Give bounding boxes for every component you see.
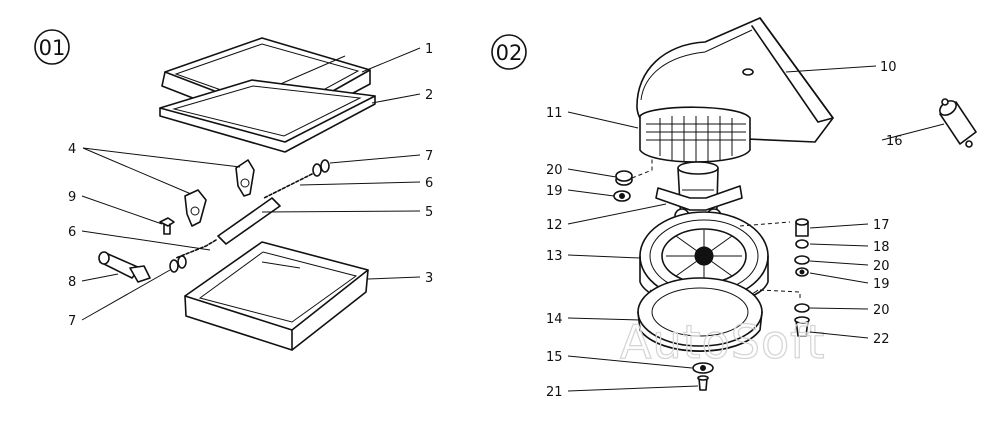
callouts-panel-01: 1 2 4 7 6 9 5 6 8 3 7 <box>68 42 433 329</box>
callout-6: 6 <box>425 176 433 191</box>
callout-4: 4 <box>68 142 76 157</box>
callout-7: 7 <box>425 149 433 164</box>
callout-10: 10 <box>880 60 897 75</box>
callout-7: 7 <box>68 314 76 329</box>
callout-8: 8 <box>68 275 76 290</box>
panel-02: 02 <box>491 17 977 400</box>
part-tray <box>184 241 369 351</box>
callouts-panel-02: 10 11 16 20 19 12 17 13 18 20 19 20 14 2… <box>546 60 903 400</box>
part-handle <box>98 251 151 283</box>
callout-19: 19 <box>873 277 890 292</box>
callout-18: 18 <box>873 240 890 255</box>
panel-badge-circle <box>34 29 70 65</box>
part-washer-screw-bottom <box>692 362 714 391</box>
callout-9: 9 <box>68 190 76 205</box>
leaders-panel-02 <box>567 65 945 392</box>
callout-2: 2 <box>425 88 433 103</box>
callout-15: 15 <box>546 350 563 365</box>
leaders-panel-01 <box>81 47 421 321</box>
panel-badge-circle <box>491 34 527 70</box>
callout-5: 5 <box>425 205 433 220</box>
part-brackets <box>184 159 255 227</box>
callout-22: 22 <box>873 332 890 347</box>
callout-16: 16 <box>886 134 903 149</box>
callout-17: 17 <box>873 218 890 233</box>
panel-badge-02: 02 <box>496 41 523 65</box>
part-screw <box>159 217 175 235</box>
part-lower-pulley <box>637 277 763 352</box>
callout-20: 20 <box>873 303 890 318</box>
callout-20: 20 <box>546 163 563 178</box>
part-fasteners-right <box>739 218 810 337</box>
callout-13: 13 <box>546 249 563 264</box>
callout-19: 19 <box>546 184 563 199</box>
part-capacitor <box>939 98 977 148</box>
callout-3: 3 <box>425 271 433 286</box>
callout-12: 12 <box>546 218 563 233</box>
part-nut-washer-left <box>613 158 653 202</box>
callout-21: 21 <box>546 385 563 400</box>
callout-11: 11 <box>546 106 563 121</box>
part-spring-assembly <box>169 159 330 273</box>
part-pulley-wheel <box>639 211 769 306</box>
callout-1: 1 <box>425 42 433 57</box>
watermark: AutoSoft <box>620 315 826 369</box>
callout-20: 20 <box>873 259 890 274</box>
panel-01: 01 <box>34 29 433 351</box>
callout-6: 6 <box>68 225 76 240</box>
panel-badge-01: 01 <box>39 36 66 60</box>
part-fan-ring <box>639 106 751 163</box>
part-gasket <box>159 79 376 153</box>
callout-14: 14 <box>546 312 563 327</box>
